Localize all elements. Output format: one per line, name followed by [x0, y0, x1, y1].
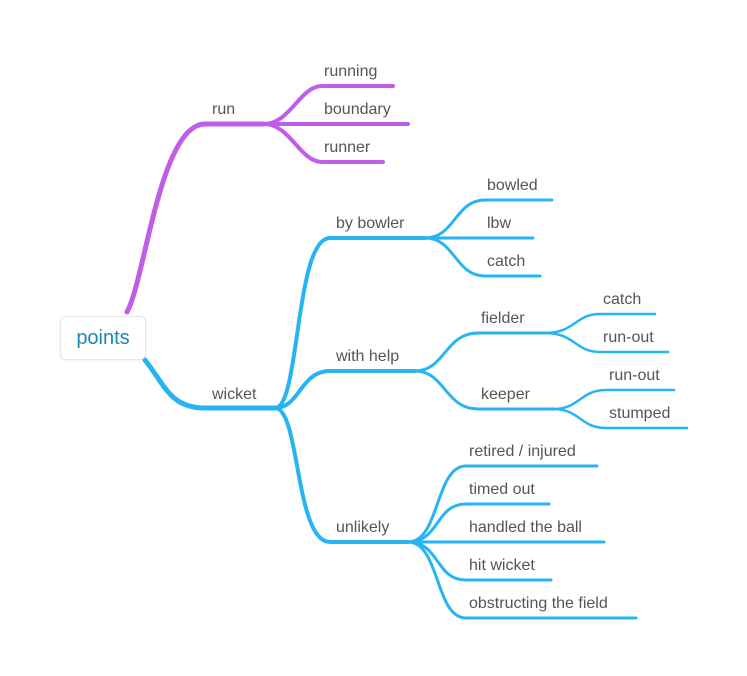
- connector-wicket-withhelp: [273, 369, 417, 410]
- node-obstructing-the-field[interactable]: obstructing the field: [469, 595, 608, 612]
- node-timed-out[interactable]: timed out: [469, 481, 535, 498]
- connector-withhelp-keeper: [413, 369, 555, 411]
- root-node[interactable]: points: [60, 316, 146, 360]
- node-runner[interactable]: runner: [324, 139, 371, 156]
- node-with-help[interactable]: with help: [336, 348, 400, 365]
- connector-unlikely-obstructing: [406, 540, 638, 620]
- node-keeper-stumped[interactable]: stumped: [609, 405, 671, 422]
- root-label: points: [76, 326, 130, 349]
- node-keeper[interactable]: keeper: [481, 386, 530, 403]
- node-hit-wicket[interactable]: hit wicket: [469, 557, 535, 574]
- connector-keeper-runout: [551, 388, 676, 411]
- connector-withhelp-fielder: [413, 331, 547, 373]
- run-branch-connectors: [124, 84, 410, 315]
- connector-root-wicket: [142, 357, 278, 411]
- connector-root-run: [124, 121, 267, 315]
- node-catch-bowler[interactable]: catch: [487, 253, 526, 270]
- connector-fielder-runout: [543, 331, 670, 354]
- node-handled-the-ball[interactable]: handled the ball: [469, 519, 582, 536]
- node-wicket[interactable]: wicket: [212, 386, 257, 403]
- connector-unlikely-retired: [406, 464, 599, 544]
- connector-keeper-stumped: [551, 407, 689, 430]
- node-fielder-run-out[interactable]: run-out: [603, 329, 654, 346]
- connector-run-runner: [262, 122, 385, 164]
- connector-bybowler-bowled: [423, 198, 554, 240]
- connector-fielder-catch: [543, 312, 657, 335]
- node-boundary[interactable]: boundary: [324, 101, 391, 118]
- connector-wicket-bybowler: [273, 236, 427, 410]
- node-bowled[interactable]: bowled: [487, 177, 538, 194]
- node-fielder-catch[interactable]: catch: [603, 291, 642, 308]
- node-fielder[interactable]: fielder: [481, 310, 525, 327]
- connector-wicket-unlikely: [273, 406, 410, 544]
- connector-unlikely-timedout: [406, 502, 551, 544]
- connector-bybowler-catch: [423, 236, 542, 278]
- node-running[interactable]: running: [324, 63, 378, 80]
- node-keeper-run-out[interactable]: run-out: [609, 367, 660, 384]
- node-lbw[interactable]: lbw: [487, 215, 512, 232]
- wicket-branch-connectors: [142, 198, 689, 620]
- node-run[interactable]: run: [212, 101, 236, 118]
- node-unlikely[interactable]: unlikely: [336, 519, 390, 536]
- node-retired-injured[interactable]: retired / injured: [469, 443, 576, 460]
- node-by-bowler[interactable]: by bowler: [336, 215, 405, 232]
